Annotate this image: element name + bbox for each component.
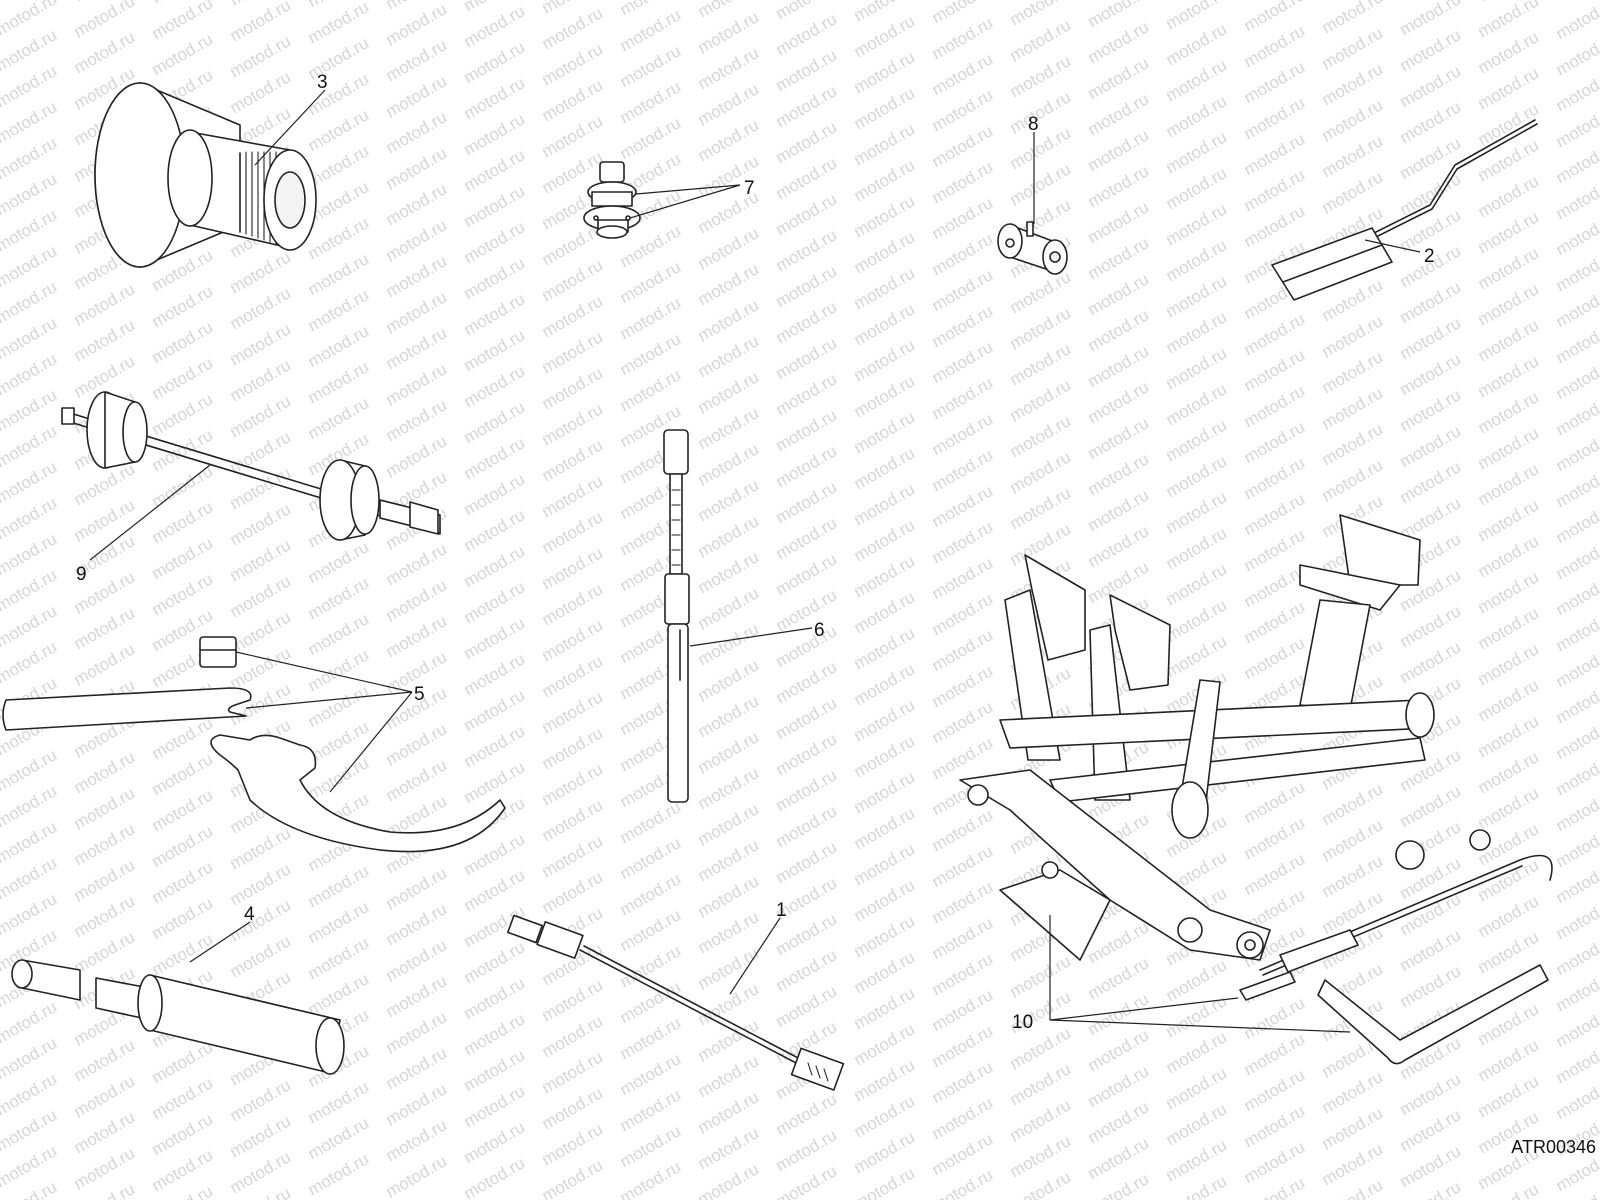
leader-lines bbox=[89, 89, 1421, 1033]
callout-2: 2 bbox=[1424, 246, 1435, 267]
part-9-puller bbox=[61, 391, 441, 541]
part-4-tube-driver bbox=[11, 959, 345, 1075]
callout-4: 4 bbox=[244, 904, 255, 925]
part-10-stand-and-jack bbox=[959, 514, 1553, 1065]
part-6-stepped-pin bbox=[663, 429, 690, 803]
callout-9: 9 bbox=[76, 564, 87, 585]
callout-8: 8 bbox=[1028, 114, 1039, 135]
callout-10: 10 bbox=[1012, 1012, 1033, 1033]
callout-5: 5 bbox=[414, 684, 425, 705]
drawing-code: ATR00346 bbox=[1511, 1137, 1596, 1157]
watermark-text: motod.ru bbox=[1553, 0, 1600, 43]
part-7-fitting bbox=[583, 161, 641, 239]
part-2-probe bbox=[1271, 119, 1538, 301]
part-3-threaded-sleeve bbox=[94, 82, 317, 268]
part-8-pin-collar bbox=[997, 221, 1068, 275]
callout-1: 1 bbox=[776, 900, 787, 921]
callout-labels: 3 7 8 2 9 6 5 4 1 10 bbox=[76, 72, 1435, 1033]
callout-3: 3 bbox=[317, 72, 328, 93]
callout-7: 7 bbox=[744, 178, 755, 199]
callout-6: 6 bbox=[814, 620, 825, 641]
part-1-cable bbox=[507, 914, 845, 1091]
